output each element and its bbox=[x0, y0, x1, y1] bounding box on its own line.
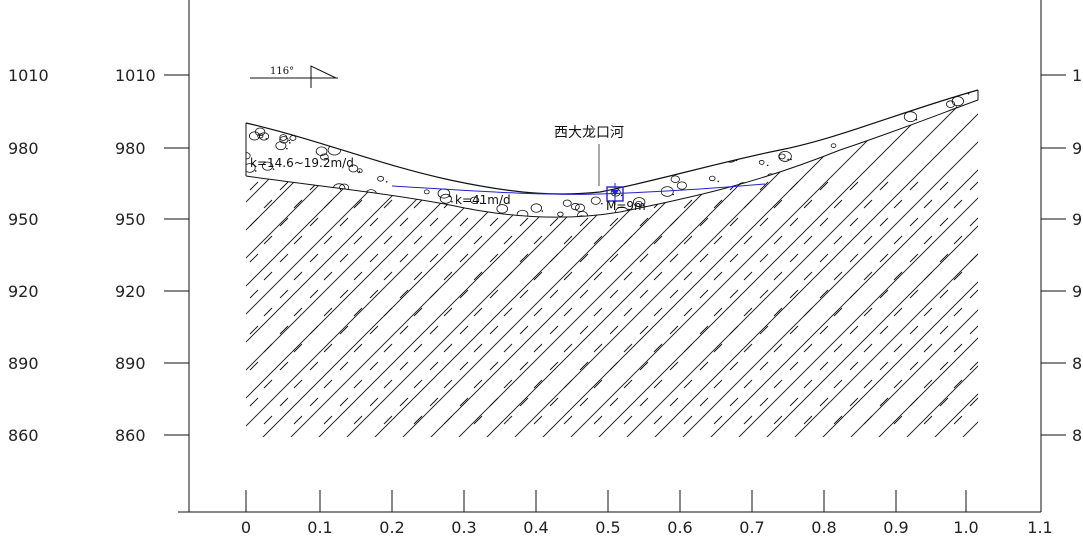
inner-elevation-label: 860 bbox=[115, 426, 146, 445]
aquifer-thickness-label: M=9m bbox=[606, 199, 646, 213]
right-elevation-label: 9 bbox=[1072, 282, 1082, 301]
right-elevation-label: 9 bbox=[1072, 139, 1082, 158]
bedrock-layer bbox=[245, 99, 979, 437]
ground-surface bbox=[245, 89, 979, 195]
lower-permeability-label: k=41m/d bbox=[455, 193, 511, 207]
inner-elevation-label: 1010 bbox=[115, 66, 156, 85]
right-elevation-label: 8 bbox=[1072, 426, 1082, 445]
distance-label: 0.8 bbox=[811, 518, 836, 537]
distance-label: 1.1 bbox=[1027, 518, 1052, 537]
well-marker bbox=[606, 183, 624, 205]
outer-elevation-label: 1010 bbox=[8, 66, 49, 85]
right-elevation-label: 1 bbox=[1072, 66, 1082, 85]
distance-label: 0.5 bbox=[595, 518, 620, 537]
outer-elevation-label: 920 bbox=[8, 282, 39, 301]
distance-label: 0.9 bbox=[883, 518, 908, 537]
inner-elevation-label: 980 bbox=[115, 139, 146, 158]
inner-elevation-label: 920 bbox=[115, 282, 146, 301]
river-name-label: 西大龙口河 bbox=[554, 125, 624, 141]
distance-ticks bbox=[245, 490, 967, 512]
right-elevation-label: 8 bbox=[1072, 354, 1082, 373]
distance-label: 0.2 bbox=[379, 518, 404, 537]
outer-elevation-label: 950 bbox=[8, 210, 39, 229]
distance-label: 0.4 bbox=[523, 518, 548, 537]
outer-elevation-label: 980 bbox=[8, 139, 39, 158]
upper-permeability-label: k=14.6~19.2m/d bbox=[250, 156, 354, 170]
distance-label: 1.0 bbox=[953, 518, 978, 537]
outer-left-elevation-labels: 1010 980 950 920 890 860 bbox=[8, 66, 49, 445]
distance-labels: 0 0.1 0.2 0.3 0.4 0.5 0.6 0.7 0.8 0.9 1.… bbox=[241, 518, 1053, 537]
right-elevation-labels: 1 9 9 9 8 8 bbox=[1072, 66, 1082, 445]
right-elevation-ticks bbox=[1041, 74, 1066, 436]
distance-label: 0 bbox=[241, 518, 251, 537]
outer-elevation-label: 860 bbox=[8, 426, 39, 445]
right-elevation-label: 9 bbox=[1072, 210, 1082, 229]
distance-label: 0.3 bbox=[451, 518, 476, 537]
left-elevation-ticks bbox=[164, 74, 189, 436]
direction-arrow: 116° bbox=[250, 65, 338, 88]
outer-elevation-label: 890 bbox=[8, 354, 39, 373]
distance-label: 0.6 bbox=[667, 518, 692, 537]
water-table-line bbox=[391, 183, 766, 195]
distance-label: 0.7 bbox=[739, 518, 764, 537]
direction-label: 116° bbox=[270, 66, 294, 77]
inner-elevation-label: 890 bbox=[115, 354, 146, 373]
inner-left-elevation-labels: 1010 980 950 920 890 860 bbox=[115, 66, 156, 445]
distance-label: 0.1 bbox=[307, 518, 332, 537]
inner-elevation-label: 950 bbox=[115, 210, 146, 229]
